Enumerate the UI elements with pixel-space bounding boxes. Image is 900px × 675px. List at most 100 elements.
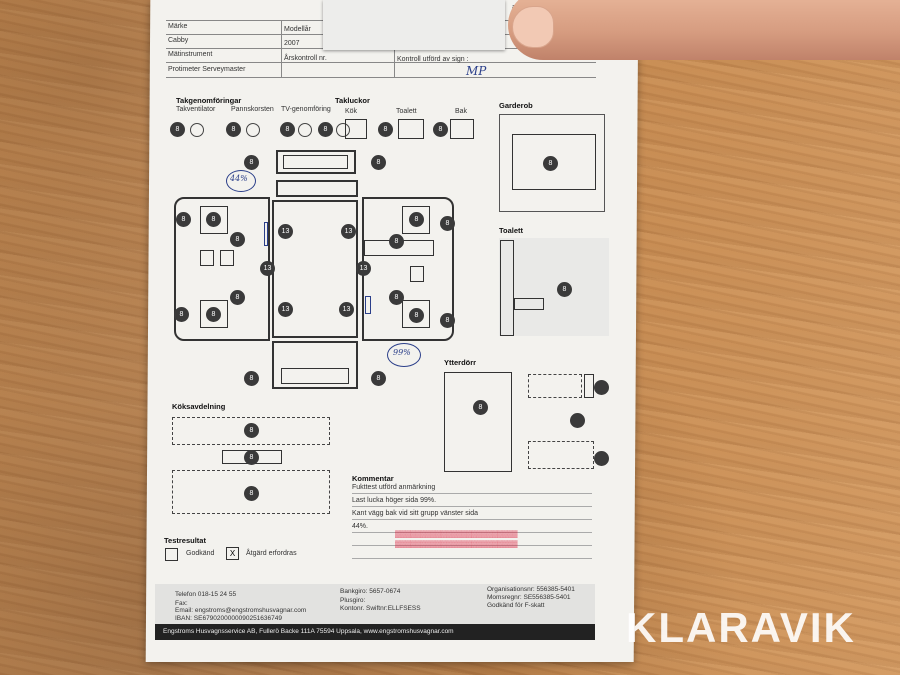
atgard-checkbox[interactable]: X: [226, 547, 239, 560]
measure-dot: 8: [230, 232, 245, 247]
modellar-label: Modellår: [284, 26, 311, 33]
ytterdorr-heading: Ytterdörr: [444, 358, 477, 367]
kitchen-upper: [172, 417, 330, 445]
measure-dot: 8: [409, 212, 424, 227]
vent-symbol: [246, 123, 260, 137]
measure-dot: 8: [244, 371, 259, 386]
measure-dot: 13: [278, 224, 293, 239]
handwritten-bottom: 99%: [393, 348, 411, 357]
toalett-heading: Toalett: [499, 226, 524, 235]
pannskorsten-label: Pannskorsten: [231, 106, 274, 113]
modellar-value: 2007: [284, 40, 300, 47]
garderob-diagram: [499, 114, 605, 212]
door-diagram: [444, 372, 512, 472]
comment-rule: [352, 545, 592, 546]
handwritten-mark: [365, 296, 371, 314]
measure-dot: 8: [244, 450, 259, 465]
measure-dot: 8: [473, 400, 488, 415]
takventilator-label: Takventilator: [176, 106, 216, 113]
footer-iban: IBAN: SE6790200000090251636749: [175, 615, 282, 622]
floorplan-bottom-inner: [281, 368, 349, 384]
header-line: [166, 77, 596, 78]
comment-rule: [352, 519, 592, 520]
measure-dot: 8: [371, 155, 386, 170]
kok-label: Kök: [345, 108, 358, 115]
measure-dot: 8: [230, 290, 245, 305]
godkand-checkbox[interactable]: [165, 548, 178, 561]
measure-dot: 13: [260, 261, 275, 276]
vent-symbol: [336, 123, 350, 137]
measure-dot: 8: [318, 122, 333, 137]
measure-dot: 8: [557, 282, 572, 297]
seat-cushion: [200, 300, 228, 328]
sticky-note: [323, 0, 505, 50]
measure-dot: 8: [176, 212, 191, 227]
seat-cushion: [200, 206, 228, 234]
measure-dot: [594, 380, 609, 395]
stove-symbol: [220, 250, 234, 266]
handwritten-mark: [264, 222, 268, 246]
measure-dot: 13: [356, 261, 371, 276]
floorplan-center: [272, 200, 358, 338]
kitchen-lower: [172, 470, 330, 514]
arskontroll-label: Årskontroll nr.: [284, 55, 327, 62]
comment-line: Last lucka höger sida 99%.: [352, 497, 437, 504]
measure-dot: 8: [206, 212, 221, 227]
handwritten-top: 44%: [230, 174, 248, 183]
measure-dot: 8: [280, 122, 295, 137]
measure-dot: 8: [389, 290, 404, 305]
watermark-logo: KLARAVIK: [626, 604, 856, 651]
measure-dot: [594, 451, 609, 466]
measure-dot: 13: [339, 302, 354, 317]
godkand-label: Godkänd: [186, 550, 215, 557]
measure-dot: 8: [409, 308, 424, 323]
floorplan-top-inner: [283, 155, 348, 169]
door-handle: [584, 374, 594, 398]
floorplan-shelf: [276, 180, 358, 197]
comment-rule: [352, 532, 592, 533]
measure-dot: 8: [244, 155, 259, 170]
footer-address: Engstroms Husvagnsservice AB, Fullerö Ba…: [155, 624, 595, 640]
matinstrument-label: Mätinstrument: [168, 51, 213, 58]
footer-bankgiro: Bankgiro: 5657-0674: [340, 588, 401, 595]
measure-dot: 8: [244, 423, 259, 438]
marke-value: Cabby: [168, 37, 189, 44]
toalett-seat: [514, 298, 544, 310]
measure-dot: 8: [440, 313, 455, 328]
vent-symbol: [298, 123, 312, 137]
measure-dot: 8: [226, 122, 241, 137]
comment-line: Kant vägg bak vid sitt grupp vänster sid…: [352, 510, 479, 517]
koksavdelning-heading: Köksavdelning: [172, 402, 226, 411]
comment-rule: [352, 506, 592, 507]
hatch-symbol: [450, 119, 474, 139]
header-line: [166, 62, 596, 63]
measure-dot: 8: [433, 122, 448, 137]
hatch-symbol: [398, 119, 424, 139]
handwritten-oval: [387, 343, 421, 367]
comment-rule: [352, 558, 592, 559]
header-line: [281, 20, 282, 77]
footer-moms: Momsregnr: SE556385-5401: [487, 594, 571, 601]
measure-dot: 8: [174, 307, 189, 322]
measure-dot: 13: [278, 302, 293, 317]
takgenomforingar-heading: Takgenomföringar: [176, 96, 242, 105]
floorplan-top-bench: [276, 150, 356, 174]
footer-fskatt: Godkänd för F-skatt: [487, 602, 545, 609]
kommentar-heading: Kommentar: [352, 474, 394, 483]
measure-dot: 8: [389, 234, 404, 249]
bak-label: Bak: [455, 108, 468, 115]
testresultat-heading: Testresultat: [164, 536, 206, 545]
matinstrument-value: Protimeter Serveymaster: [168, 66, 246, 73]
stove-symbol: [200, 250, 214, 266]
handwritten-oval: [226, 170, 256, 192]
measure-dot: 8: [440, 216, 455, 231]
garderob-inner: [512, 134, 596, 190]
vent-symbol: [190, 123, 204, 137]
footer-orgnr: Organisationsnr: 556385-5401: [487, 586, 575, 593]
atgard-label: Åtgärd erfordras: [246, 550, 297, 557]
toalett-diagram: [499, 238, 609, 336]
sink-symbol: [410, 266, 424, 282]
seat-cushion: [402, 300, 430, 328]
garderob-heading: Garderob: [499, 101, 533, 110]
kontroll-label: Kontroll utförd av sign :: [397, 56, 469, 63]
